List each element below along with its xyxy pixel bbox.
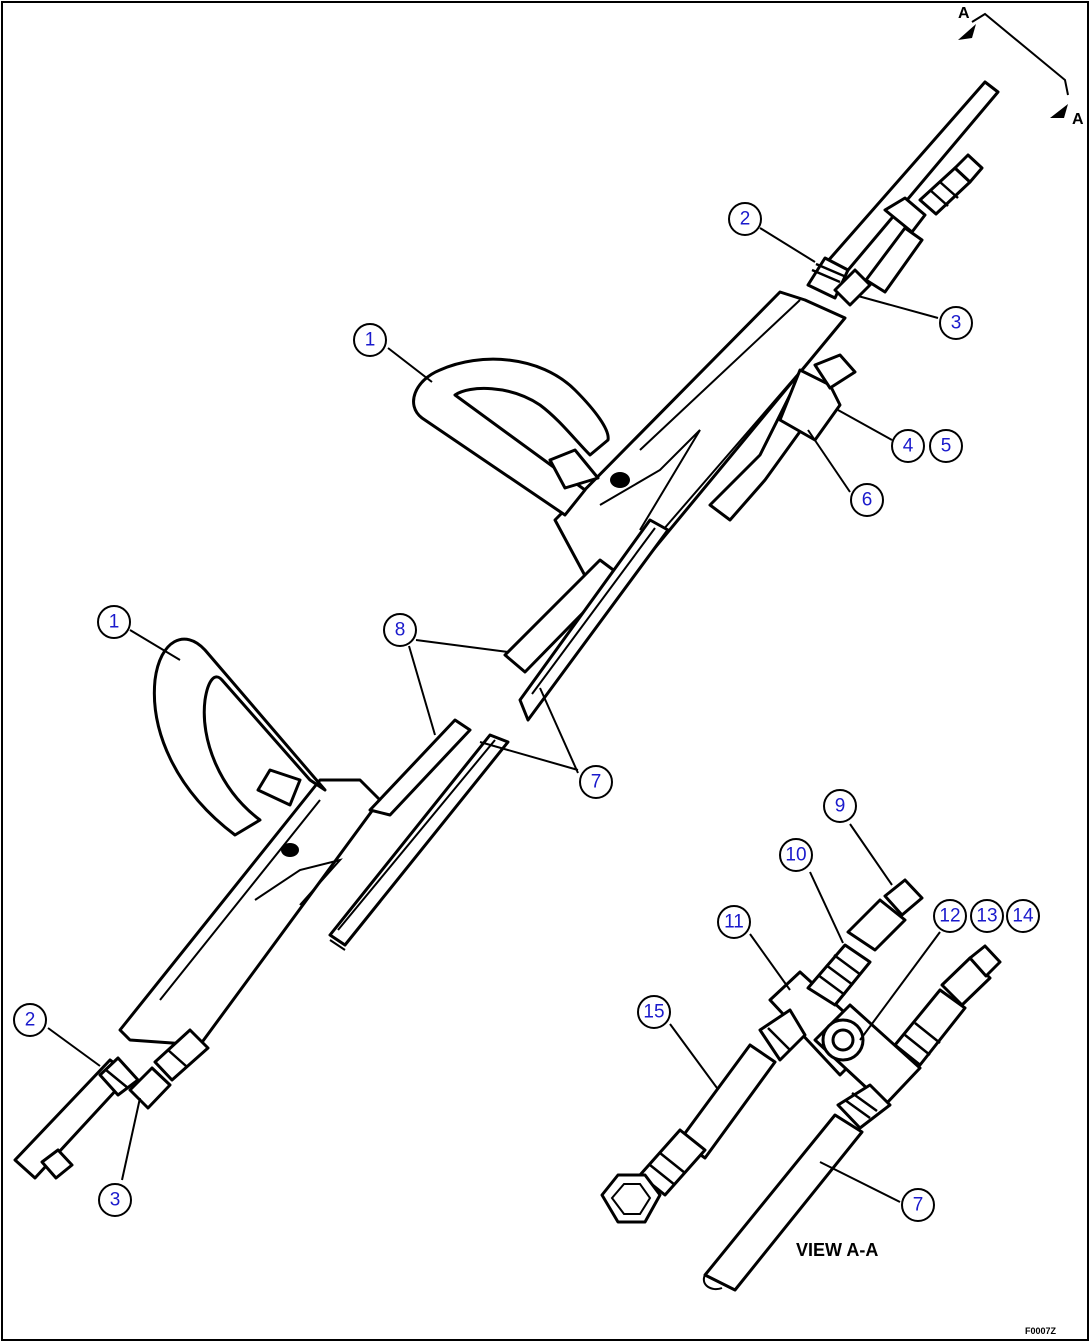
upper-handle — [412, 357, 610, 517]
lower-handle — [152, 637, 327, 837]
upper-fitting — [778, 368, 842, 442]
balloon-7-detail: 7 — [901, 1188, 935, 1222]
balloon-1-upper: 1 — [353, 323, 387, 357]
svg-text:3: 3 — [951, 313, 962, 334]
svg-text:11: 11 — [724, 912, 744, 933]
section-arrow-icon — [1050, 104, 1068, 118]
svg-text:12: 12 — [939, 906, 960, 927]
upper-hose-fitting — [864, 226, 924, 294]
balloon-3-upper: 3 — [939, 306, 973, 340]
balloon-8: 8 — [383, 613, 417, 647]
lower-tube-8 — [368, 718, 472, 817]
section-cut-line: A A — [958, 5, 1084, 128]
section-arrow-icon — [958, 24, 976, 40]
balloon-4: 4 — [891, 429, 925, 463]
section-label-bottom: A — [1072, 111, 1084, 128]
svg-text:2: 2 — [740, 209, 751, 230]
balloon-1-lower: 1 — [97, 605, 131, 639]
svg-text:7: 7 — [913, 1195, 924, 1216]
view-a-a-detail: VIEW A-A — [600, 878, 1002, 1292]
detail-fitting-right — [893, 988, 967, 1067]
svg-text:8: 8 — [395, 620, 406, 641]
balloon-14: 14 — [1006, 899, 1040, 933]
balloon-13: 13 — [970, 899, 1004, 933]
view-label: VIEW A-A — [796, 1240, 878, 1260]
section-label-top: A — [958, 5, 970, 22]
svg-text:10: 10 — [785, 845, 806, 866]
leader-lines — [47, 227, 941, 1203]
balloon-7-upper: 7 — [579, 765, 613, 799]
svg-text:3: 3 — [110, 1190, 121, 1211]
svg-text:5: 5 — [941, 436, 952, 457]
svg-text:6: 6 — [862, 490, 873, 511]
balloon-2-upper: 2 — [728, 202, 762, 236]
balloon-12: 12 — [933, 899, 967, 933]
svg-text:2: 2 — [25, 1010, 36, 1031]
detail-tube-7 — [703, 1113, 864, 1292]
upper-tube-7 — [518, 518, 670, 722]
balloon-10: 10 — [779, 838, 813, 872]
balloon-11: 11 — [717, 905, 751, 939]
svg-text:4: 4 — [903, 436, 914, 457]
balloon-5: 5 — [929, 429, 963, 463]
lower-tube-7 — [328, 733, 510, 947]
svg-text:9: 9 — [835, 796, 846, 817]
balloon-3-lower: 3 — [98, 1183, 132, 1217]
svg-text:13: 13 — [976, 906, 997, 927]
figure-code: F0007Z — [1025, 1326, 1057, 1336]
balloon-15: 15 — [637, 995, 671, 1029]
svg-text:14: 14 — [1012, 906, 1034, 927]
balloon-2-lower: 2 — [13, 1003, 47, 1037]
detail-nut — [600, 1173, 662, 1224]
svg-text:1: 1 — [109, 612, 120, 633]
balloon-6: 6 — [850, 483, 884, 517]
svg-text:7: 7 — [591, 772, 602, 793]
detail-fitting-9 — [883, 878, 924, 917]
lower-assembly — [13, 637, 510, 1180]
upper-assembly — [412, 80, 1000, 722]
svg-text:1: 1 — [365, 330, 376, 351]
balloon-9: 9 — [823, 789, 857, 823]
svg-text:15: 15 — [643, 1002, 664, 1023]
